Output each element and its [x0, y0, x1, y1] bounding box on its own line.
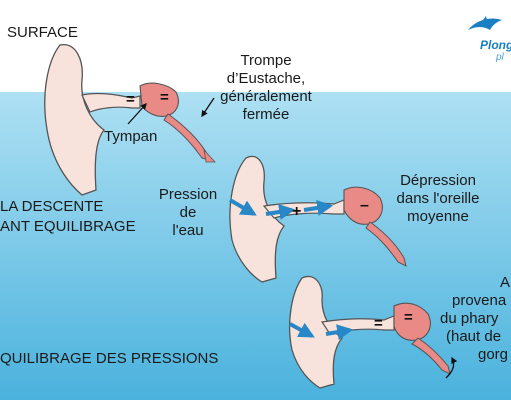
ear-descent-eustachian-tube: [365, 221, 407, 267]
ear-descent: [228, 155, 407, 283]
tympan-pointer: [127, 103, 147, 125]
ear-equalization-pinna: [289, 275, 343, 389]
label-air-1: A: [500, 274, 511, 291]
label-air-4: (haut de: [446, 328, 502, 345]
logo-sub: pl: [496, 52, 504, 63]
logo: Plong pl: [462, 12, 511, 63]
ear-surface-middle-ear: [139, 82, 179, 117]
label-air-5: gorg: [478, 346, 509, 363]
ear-equalization-middle-ear: [393, 302, 431, 341]
label-depression-2: dans l'oreille: [396, 190, 480, 207]
pressure-arrow-3: [303, 200, 334, 216]
symbol-equal-2: =: [160, 89, 169, 106]
label-descent-2: ANT EQUILIBRAGE: [0, 218, 136, 235]
symbol-minus: –: [360, 197, 369, 214]
label-eustache-2: d’Eustache,: [226, 70, 306, 87]
dolphin-icon: [468, 16, 502, 30]
label-pression: Pression de l'eau: [152, 186, 224, 240]
label-descent-1: LA DESCENTE: [0, 198, 104, 215]
label-pression-3: l'eau: [172, 222, 204, 239]
pressure-arrow-2: [265, 204, 296, 220]
label-air-3: du phary: [440, 310, 499, 327]
ear-surface: [44, 44, 216, 196]
label-pression-2: de: [179, 204, 197, 221]
symbol-plus: +: [292, 203, 301, 220]
air-flow-arrow: [445, 356, 458, 379]
symbol-equal-1: =: [126, 91, 135, 108]
label-tympan: Tympan: [104, 128, 158, 145]
pressure-arrow-1: [228, 198, 257, 216]
label-eustache-4: fermée: [242, 106, 290, 123]
pressure-arrow-4: [289, 322, 315, 338]
ear-equalization: [289, 275, 458, 389]
surface-band: [0, 0, 511, 92]
ear-equalization-eustachian-tube: [411, 337, 451, 375]
label-depression-3: moyenne: [407, 208, 469, 225]
ear-descent-middle-ear: [343, 186, 383, 225]
symbol-equal-4: =: [404, 309, 413, 326]
logo-word: Plong: [480, 38, 511, 52]
label-depression-1: Dépression: [400, 172, 476, 189]
label-eustache-1: Trompe: [240, 52, 292, 69]
label-pression-1: Pression: [158, 186, 218, 203]
label-eustache: Trompe d’Eustache, généralement fermée: [206, 52, 326, 124]
label-depression: Dépression dans l'oreille moyenne: [384, 172, 492, 226]
ear-descent-pinna: [229, 155, 285, 283]
ear-surface-canal: [81, 92, 141, 113]
ear-surface-pinna: [44, 44, 105, 196]
label-equilibrage: QUILIBRAGE DES PRESSIONS: [0, 350, 219, 367]
label-eustache-3: généralement: [220, 88, 312, 105]
label-air-2: provena: [452, 292, 507, 309]
symbol-equal-3: =: [374, 315, 383, 332]
label-air-source: A provena du phary (haut de gorg: [432, 274, 511, 364]
ear-surface-tube-end: [203, 148, 216, 163]
pressure-arrow-5: [325, 324, 354, 340]
label-surface: SURFACE: [7, 24, 78, 41]
eustache-pointer: [201, 97, 215, 118]
